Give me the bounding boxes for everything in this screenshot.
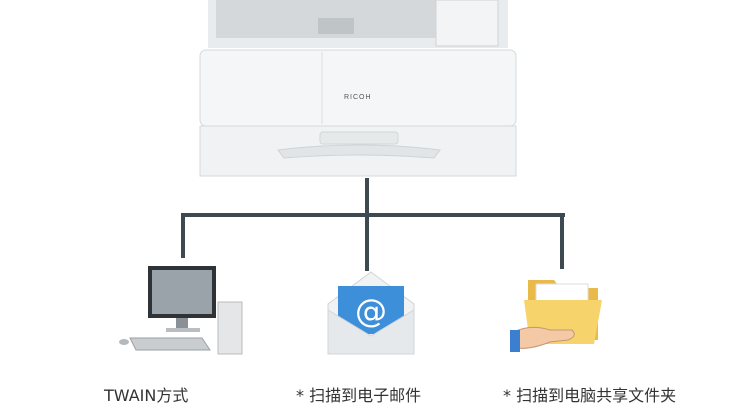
destination-label-shared-folder: * 扫描到电脑共享文件夹: [503, 386, 677, 405]
shared-folder-icon: [510, 270, 606, 358]
connector-email: [365, 213, 369, 271]
connector-computer: [181, 213, 185, 258]
printer-brand-logo: RICOH: [344, 94, 372, 101]
connector-folder: [560, 213, 564, 269]
svg-text:@: @: [355, 292, 387, 330]
computer-icon: [110, 262, 250, 358]
connector-trunk: [365, 178, 369, 217]
destination-label-twain: TWAIN方式: [104, 386, 189, 405]
destination-label-email: * 扫描到电子邮件: [296, 386, 422, 405]
connector-horizontal: [181, 213, 565, 217]
printer-image: RICOH: [198, 0, 518, 178]
email-envelope-icon: @: [326, 270, 416, 358]
